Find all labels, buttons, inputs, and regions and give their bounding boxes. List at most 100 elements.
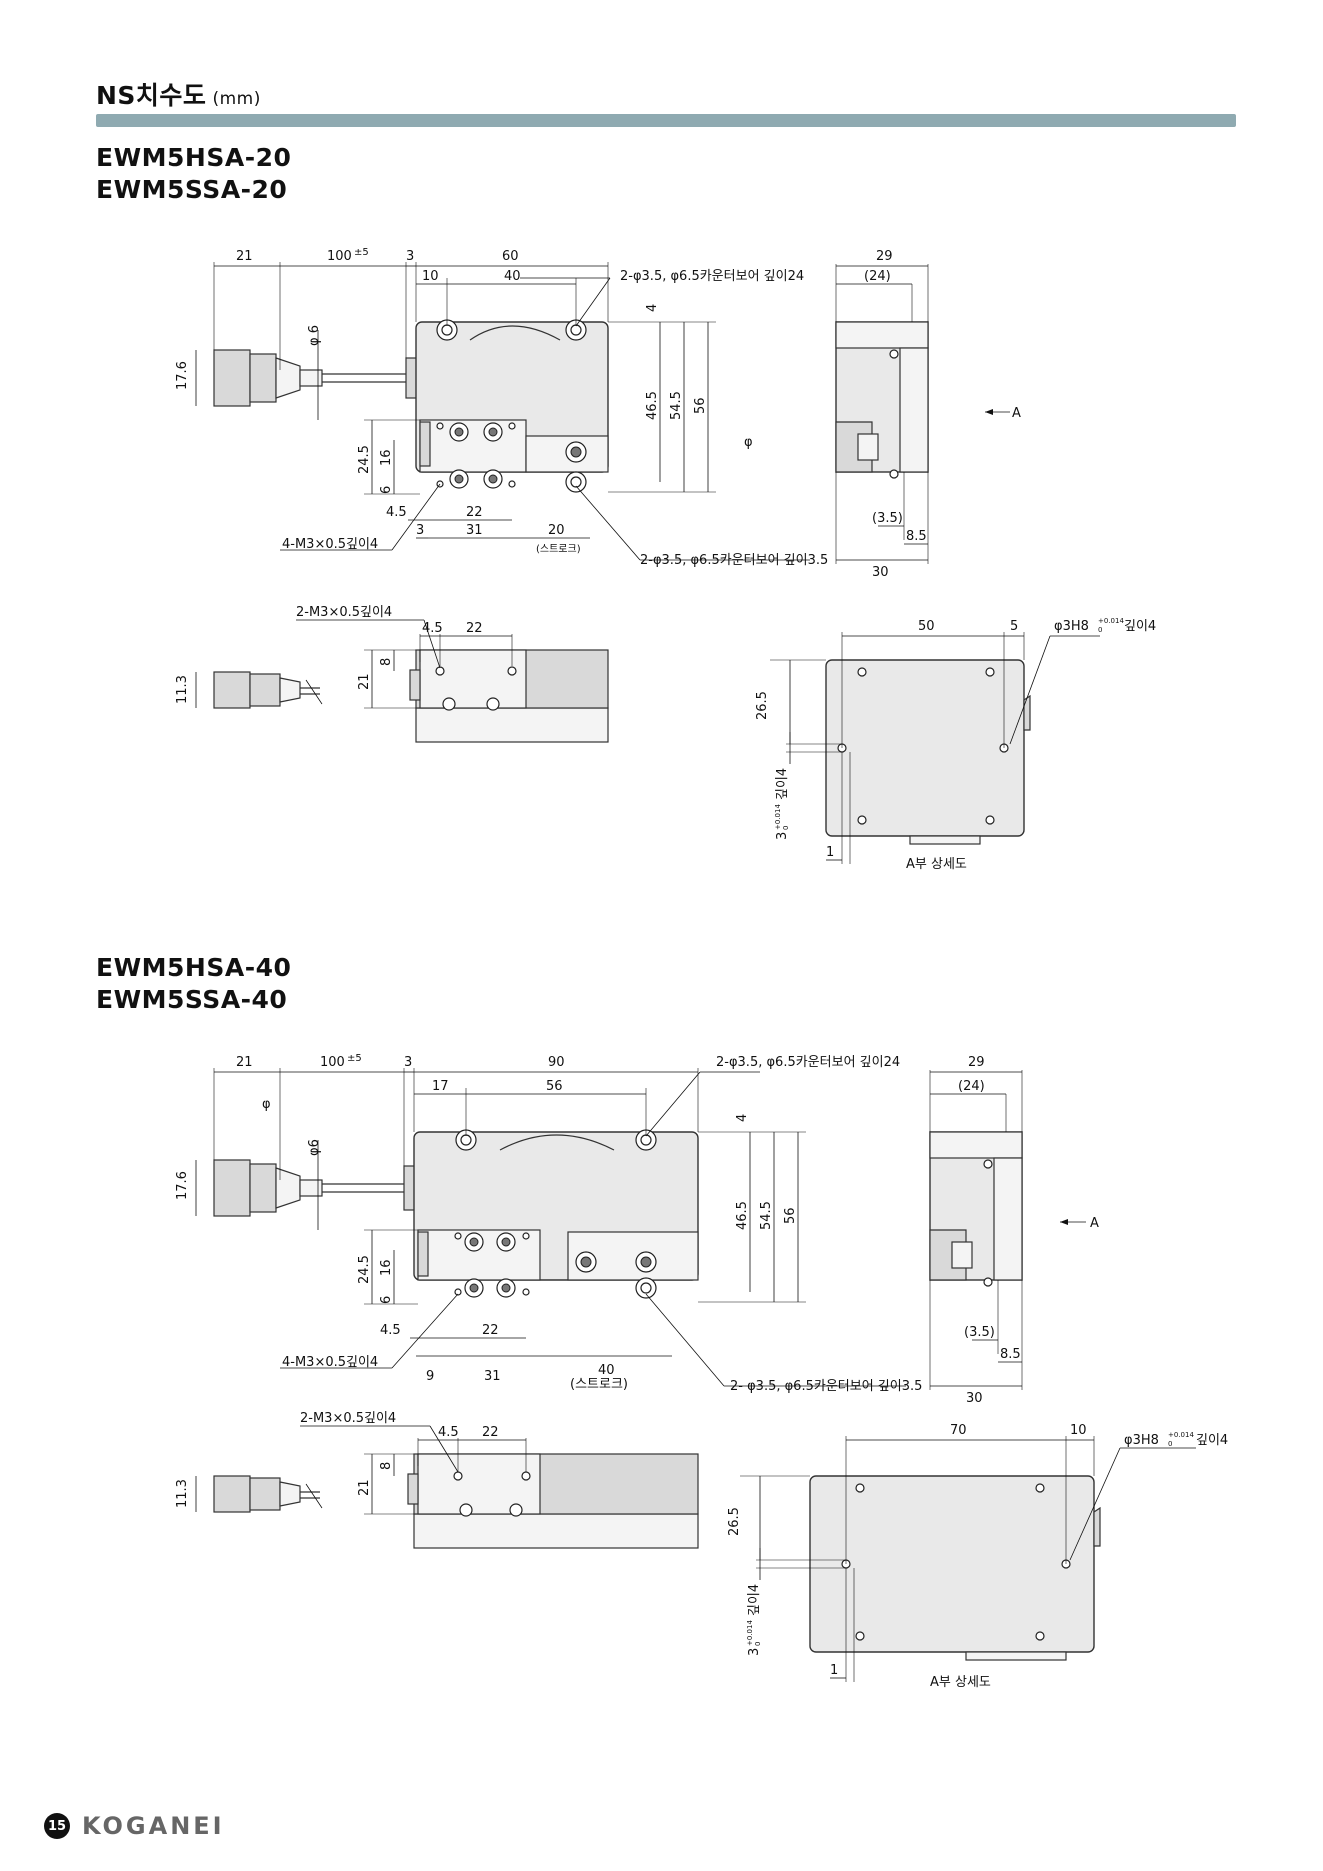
- dim-label: 26.5: [755, 691, 770, 720]
- callout-tap: 2-M3×0.5깊이4: [296, 605, 392, 620]
- dim-label: 22: [466, 621, 483, 636]
- dim-label: 11.3: [175, 1479, 190, 1508]
- detail-a-view: [825, 659, 1031, 845]
- dim-label: 22: [466, 505, 483, 520]
- dim-label: 17: [432, 1079, 449, 1094]
- dim-label: 17.6: [175, 361, 190, 390]
- tol-upper: +0.014: [746, 1620, 754, 1646]
- callout-pin: φ3H8: [1124, 1433, 1159, 1448]
- arrow-a-label: A: [1012, 406, 1021, 421]
- dimension-labels: 21 100 ±5 3 60 10 40 2-φ3.5, φ6.5카운터보어 깊…: [175, 247, 1021, 580]
- dim-label: 17.6: [175, 1171, 190, 1200]
- connector-plug: [213, 349, 419, 407]
- dim-label: 31: [484, 1369, 501, 1384]
- page-title-text: NS치수도: [96, 81, 207, 110]
- drawing-40-top: 21 100 ±5 3 90 17 56 2-φ3.5, φ6.5카운터보어 깊…: [175, 1053, 1099, 1406]
- stage-top-view: [213, 649, 609, 743]
- dim-label: 22: [482, 1425, 499, 1440]
- callout-pin: φ3H8: [1054, 619, 1089, 634]
- dim-stroke: (스트로크): [570, 1377, 628, 1392]
- dimension-labels: 21 100 ±5 3 90 17 56 2-φ3.5, φ6.5카운터보어 깊…: [175, 1053, 1099, 1406]
- dim-label: 30: [872, 565, 889, 580]
- dim-label: (24): [864, 269, 891, 284]
- dim-label: (3.5): [964, 1325, 995, 1340]
- dim-label: 54.5: [759, 1201, 774, 1230]
- dim-label: 50: [918, 619, 935, 634]
- callout-bottom-bore: 2-φ3.5, φ6.5카운터보어 깊이3.5: [640, 553, 828, 568]
- dim-label: 24.5: [357, 445, 372, 474]
- dim-label: φ: [262, 1097, 271, 1112]
- dim-label: (3.5): [872, 511, 903, 526]
- title-bar: [96, 114, 1236, 127]
- dim-label: 70: [950, 1423, 967, 1438]
- dim-label: 30: [966, 1391, 983, 1406]
- dim-label: 21: [236, 249, 253, 264]
- model-name: EWM5HSA-20: [96, 143, 292, 172]
- dim-label: 3: [404, 1055, 412, 1070]
- dim-label: 16: [379, 449, 394, 466]
- dim-label: 4: [645, 304, 660, 312]
- callout-top-bore: 2-φ3.5, φ6.5카운터보어 깊이24: [716, 1055, 900, 1070]
- footer: 15 KOGANEI: [44, 1811, 225, 1841]
- detail-a-view: [809, 1475, 1101, 1661]
- callout-top-bore: 2-φ3.5, φ6.5카운터보어 깊이24: [620, 269, 804, 284]
- stage-top-view: [213, 1453, 699, 1549]
- connector-plug: [213, 1159, 417, 1217]
- model-block-20: EWM5HSA-20 EWM5SSA-20: [96, 142, 291, 206]
- dimension-lines: [195, 619, 1100, 864]
- dim-label: 6: [379, 1296, 394, 1304]
- brand-logo: KOGANEI: [82, 1812, 225, 1840]
- tol-lower: 0: [754, 1642, 762, 1646]
- dim-label: 21: [357, 1479, 372, 1496]
- drawing-20-bottom: 2-M3×0.5깊이4 4.5 22 8 21 11.3 50 5 φ3H8 +…: [175, 605, 1156, 872]
- tol-upper: +0.014: [774, 804, 782, 830]
- dim-stroke: (스트로크): [536, 543, 581, 555]
- stage-side-view: [835, 321, 929, 479]
- dim-label: 46.5: [735, 1201, 750, 1230]
- dimension-labels: 2-M3×0.5깊이4 4.5 22 8 21 11.3 50 5 φ3H8 +…: [175, 605, 1156, 872]
- dim-label: 90: [548, 1055, 565, 1070]
- dim-label: 100: [327, 249, 352, 264]
- dimension-lines: [195, 1068, 1086, 1390]
- dim-label: φ 6: [307, 325, 322, 346]
- dim-label: 4.5: [422, 621, 443, 636]
- dimension-lines: [195, 1425, 1196, 1682]
- drawing-20-top: 21 100 ±5 3 60 10 40 2-φ3.5, φ6.5카운터보어 깊…: [175, 247, 1021, 580]
- dim-label: 10: [1070, 1423, 1087, 1438]
- dim-label: 16: [379, 1259, 394, 1276]
- tol-lower: 0: [1168, 1440, 1172, 1448]
- callout-m3-tap: 4-M3×0.5깊이4: [282, 537, 378, 552]
- dim-label: 깊이4: [775, 768, 790, 800]
- dim-label: φ6: [307, 1139, 322, 1156]
- dim-label: 8.5: [906, 529, 927, 544]
- dim-label: 3: [747, 1648, 762, 1656]
- dim-label: 8.5: [1000, 1347, 1021, 1362]
- dim-label: 8: [379, 1462, 394, 1470]
- dim-label: 4: [735, 1114, 750, 1122]
- model-block-40: EWM5HSA-40 EWM5SSA-40: [96, 952, 291, 1016]
- callout-m3-tap: 4-M3×0.5깊이4: [282, 1355, 378, 1370]
- tol-lower: 0: [1098, 626, 1102, 634]
- stage-front-view: [415, 319, 609, 493]
- dim-label: 22: [482, 1323, 499, 1338]
- dim-label: 24.5: [357, 1255, 372, 1284]
- page-number: 15: [44, 1813, 70, 1839]
- dim-label: 깊이4: [747, 1584, 762, 1616]
- stage-side-view: [929, 1131, 1023, 1287]
- dim-label: 20: [548, 523, 565, 538]
- dim-label: 40: [598, 1363, 615, 1378]
- page-title: NS치수도(mm): [96, 76, 261, 112]
- callout-tap: 2-M3×0.5깊이4: [300, 1411, 396, 1426]
- dim-label: 10: [422, 269, 439, 284]
- dim-label: 1: [826, 845, 834, 860]
- arrow-a-label: A: [1090, 1216, 1099, 1231]
- stage-front-view: [413, 1129, 699, 1299]
- dim-label: 21: [236, 1055, 253, 1070]
- detail-caption: A부 상세도: [930, 1675, 991, 1690]
- model-name: EWM5SSA-40: [96, 985, 288, 1014]
- model-name: EWM5SSA-20: [96, 175, 288, 204]
- dim-label: 8: [379, 658, 394, 666]
- dim-label: 9: [426, 1369, 434, 1384]
- tol-upper: +0.014: [1098, 617, 1124, 625]
- tol-lower: 0: [782, 826, 790, 830]
